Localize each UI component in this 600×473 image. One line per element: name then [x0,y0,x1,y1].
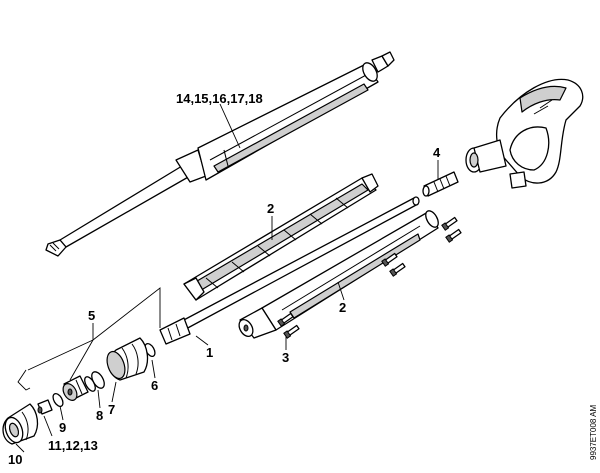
label-screws: 3 [282,350,289,365]
spray-lance-assembly [45,51,395,257]
oring-part-9 [52,392,64,408]
label-oring-9: 9 [59,420,66,435]
clip-part [17,369,31,391]
handle-half-top [183,173,379,301]
reference-code: 9937ET008 AM [589,405,598,460]
handle-half-bottom [238,210,439,339]
label-oring-8: 8 [96,408,103,423]
label-nut-7: 7 [108,402,115,417]
oring-part-9-a [84,376,96,392]
leader-lines [15,103,439,453]
tube-part-1 [159,196,420,345]
label-handle-half-top: 2 [267,201,274,216]
label-oring-6: 6 [151,378,158,393]
label-tube: 1 [206,345,213,360]
nut-part-7 [106,337,149,381]
nozzle-part-11-12-13 [37,399,53,415]
gun-handle [465,78,584,189]
label-nozzle-parts: 11,12,13 [48,438,98,453]
label-nozzle-group: 5 [88,308,95,323]
part-labels: 14,15,16,17,18 2 4 2 3 1 5 6 7 8 9 11,12… [8,91,598,467]
nozzle-insert-part-5 [62,375,89,401]
cap-part-10 [2,403,39,445]
label-cap-10: 10 [8,452,22,467]
coupling-part-4 [422,171,459,197]
label-handle-half-bottom: 2 [339,300,346,315]
screws-part-3 [277,216,462,339]
label-coupling-4: 4 [433,145,441,160]
label-spray-lance: 14,15,16,17,18 [176,91,263,106]
